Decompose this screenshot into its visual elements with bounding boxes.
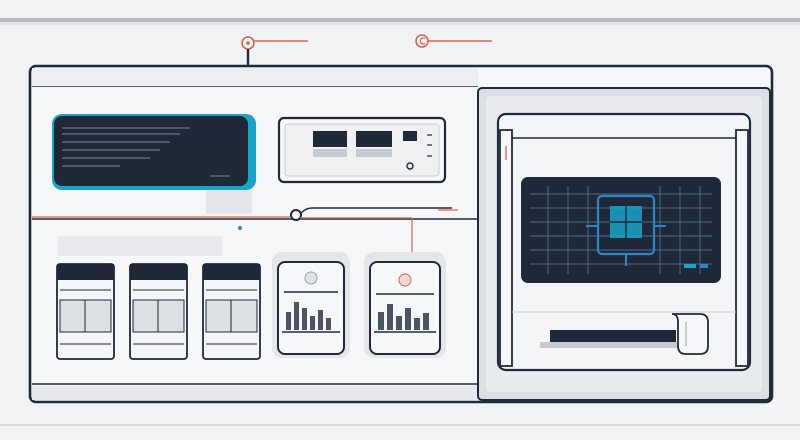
tray-slot-base	[540, 342, 690, 348]
divider-node	[290, 209, 302, 221]
device-slot-1	[313, 131, 347, 147]
divider-cable	[300, 207, 452, 214]
side-unit-right-rail	[735, 129, 749, 367]
side-unit-left-rail	[499, 129, 513, 367]
tile-1-body	[277, 261, 345, 355]
circuit-status-light-2	[700, 264, 708, 268]
tile-2-avatar	[398, 273, 412, 287]
tile-1-bar-5	[318, 310, 323, 330]
storage-cards	[56, 236, 261, 360]
tile-1-bar-3	[302, 308, 307, 330]
chart-tiles	[272, 252, 446, 358]
tile-1-bar-1	[286, 312, 291, 330]
card-3-header	[203, 264, 260, 280]
side-unit-with-circuit-screen	[477, 87, 771, 401]
target-connector-dot	[246, 41, 250, 45]
tile-2-bar-2	[387, 304, 393, 330]
top-connectors	[241, 34, 492, 66]
tile-2-bar-1	[378, 312, 384, 330]
side-unit-tray	[512, 311, 736, 355]
top-rail-shadow	[0, 22, 800, 25]
floor-rule	[0, 424, 800, 426]
middle-divider	[32, 207, 478, 252]
chart-tile-2	[364, 252, 446, 358]
tile-2-bar-4	[405, 308, 411, 330]
device-slot-1-shade	[313, 149, 347, 157]
console-top-band	[32, 68, 478, 86]
device-box	[277, 116, 447, 184]
divider-blue-dot	[238, 226, 242, 230]
tile-1-avatar	[304, 271, 318, 285]
card-2-header	[130, 264, 187, 280]
device-indicator	[403, 131, 417, 141]
dark-display-screen	[52, 114, 256, 214]
tile-2-bar-6	[423, 313, 429, 330]
tile-1-bar-2	[294, 302, 299, 330]
circuit-chip-icon	[586, 194, 666, 266]
storage-card-2	[129, 263, 188, 360]
device-knob	[406, 162, 414, 170]
tile-1-bar-4	[310, 316, 315, 330]
device-slot-2	[356, 131, 392, 147]
device-slot-2-shade	[356, 149, 392, 157]
top-rail	[0, 18, 800, 22]
storage-card-3	[202, 263, 261, 360]
tile-2-bar-3	[396, 316, 402, 330]
tile-1-bar-6	[326, 318, 331, 330]
chart-tile-1	[272, 252, 350, 358]
console-bottom-band	[32, 386, 478, 400]
copyright-connector-c	[419, 37, 426, 45]
copyright-connector-icon	[415, 34, 429, 48]
cards-shelf	[58, 236, 222, 256]
tray-slot	[550, 330, 676, 342]
card-1-header	[57, 264, 114, 280]
tray-handle	[671, 313, 709, 355]
circuit-status-light	[684, 264, 696, 268]
storage-card-1	[56, 263, 115, 360]
tile-2-bar-5	[414, 318, 420, 330]
circuit-screen	[521, 177, 721, 283]
